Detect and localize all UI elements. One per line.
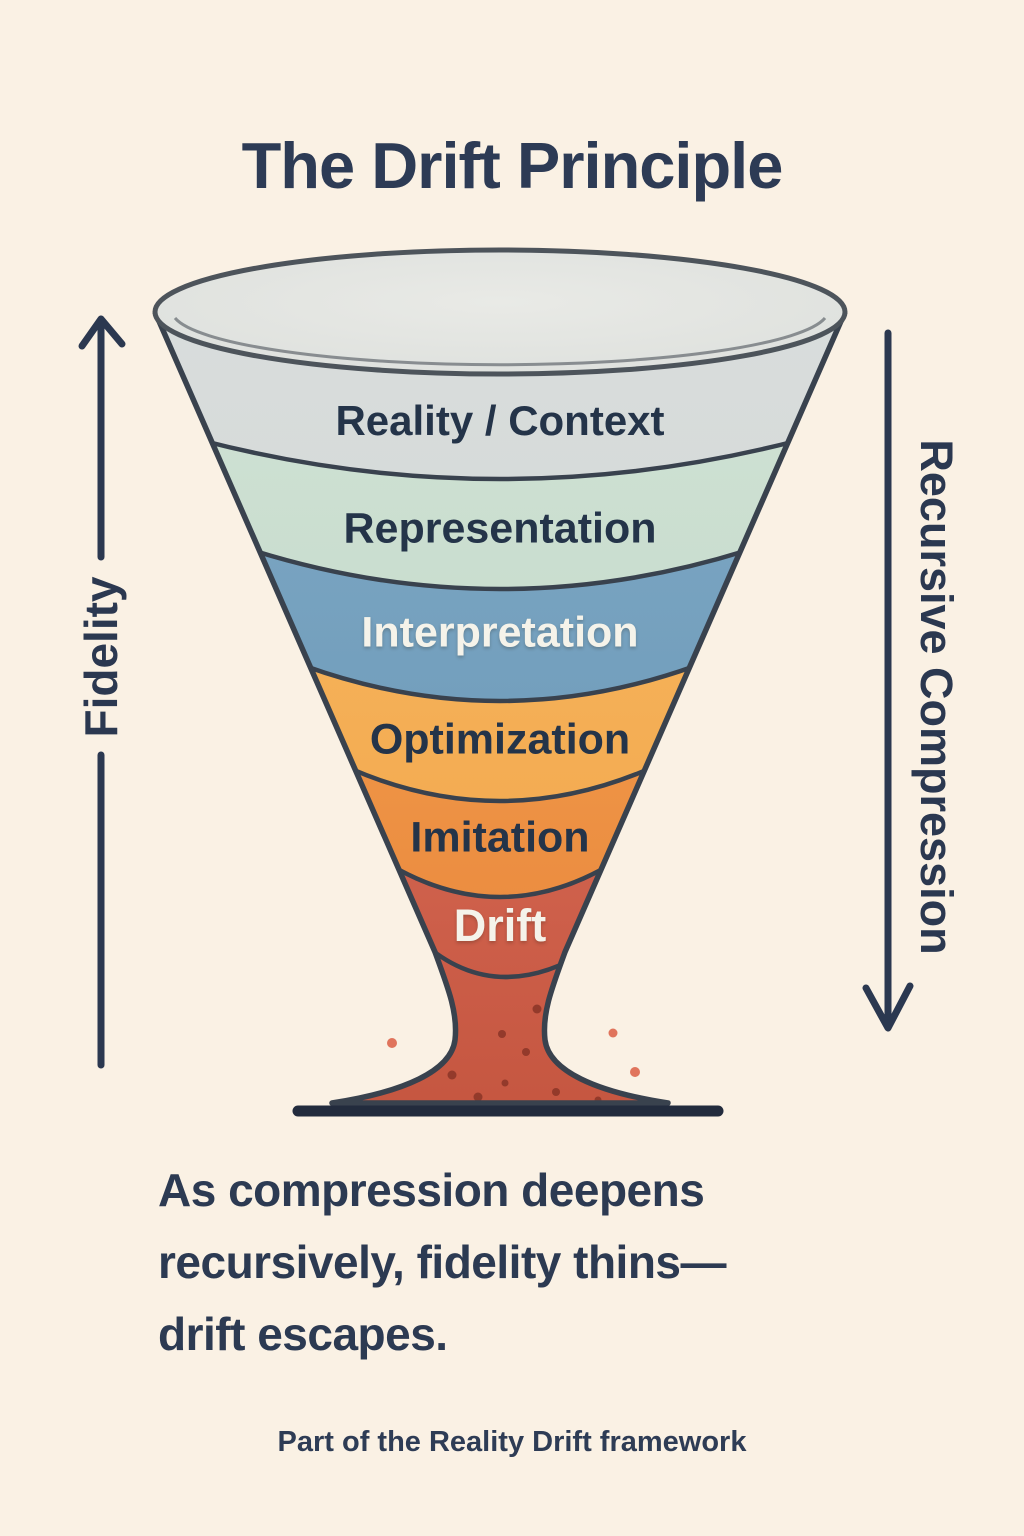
stage-label-drift: Drift xyxy=(453,900,547,951)
compression-axis-label: Recursive Compression xyxy=(911,439,962,955)
funnel-inner-rim xyxy=(173,317,827,367)
stage-label-reality: Reality / Context xyxy=(335,397,665,444)
poster-title: The Drift Principle xyxy=(241,129,784,202)
stage-label-imitation: Imitation xyxy=(410,813,590,862)
caption: As compression deepens recursively, fide… xyxy=(158,1154,727,1370)
fidelity-up-arrow xyxy=(78,315,126,1069)
caption-line-2: recursively, fidelity thins— xyxy=(158,1236,727,1288)
caption-line-3: drift escapes. xyxy=(158,1308,448,1360)
fidelity-axis-label: Fidelity xyxy=(75,576,127,738)
speckle-dots-outer xyxy=(387,1028,640,1077)
caption-line-1: As compression deepens xyxy=(158,1164,705,1216)
funnel-top-ellipse xyxy=(152,247,848,377)
stage-label-interpretation: Interpretation xyxy=(361,608,639,657)
stage-label-optimization: Optimization xyxy=(369,715,631,764)
stage-label-representation: Representation xyxy=(343,504,657,553)
compression-down-arrow xyxy=(862,329,914,1032)
footer-note: Part of the Reality Drift framework xyxy=(277,1426,747,1458)
funnel-outline xyxy=(152,310,848,1106)
